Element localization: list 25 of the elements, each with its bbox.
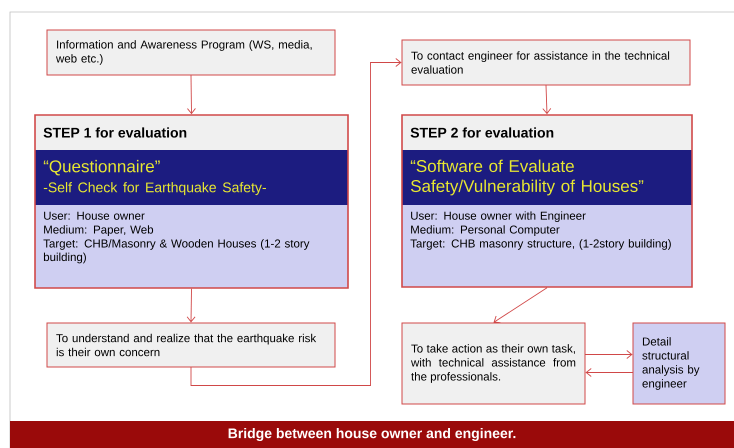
detail-line: Medium: Paper, Web (44, 225, 154, 236)
step-box (401, 114, 693, 288)
detail-line: Target: CHB/Masonry & Wooden Houses (1-2 story building) (43, 239, 310, 264)
detail-line: Target: CHB masonry structure, (1-2story building) (410, 239, 671, 250)
arrow (585, 350, 632, 359)
arrow (494, 287, 548, 324)
detail-line: User: House owner with Engineer (411, 211, 586, 222)
detail-line: Medium: Personal Computer (411, 225, 560, 236)
process-box: Detail structural analysis by engineer (632, 322, 726, 404)
process-box: To take action as their own task, with technical assistance from the professionals. (402, 322, 586, 404)
arrow (542, 85, 552, 114)
band-title: “Questionnaire” -Self Check for Earthquake Safety- (44, 160, 266, 196)
arrow (586, 368, 633, 377)
process-box: To contact engineer for assistance in the technical evaluation (402, 40, 690, 86)
footer-bar: Bridge between house owner and engineer. (10, 421, 734, 448)
process-box: Information and Awareness Program (WS, media, web etc.) (46, 30, 336, 76)
band-title: “Software of Evaluate Safety/Vulnerability of Houses” (410, 160, 644, 196)
step-box (34, 114, 349, 289)
step-heading: STEP 1 for evaluation (44, 127, 186, 138)
process-box: To understand and realize that the earthquake risk is their own concern (46, 322, 336, 368)
detail-line: User: House owner (44, 212, 145, 220)
arrow (186, 288, 196, 322)
arrow (190, 58, 402, 386)
step-heading: STEP 2 for evaluation (410, 127, 554, 138)
arrow (186, 75, 196, 114)
